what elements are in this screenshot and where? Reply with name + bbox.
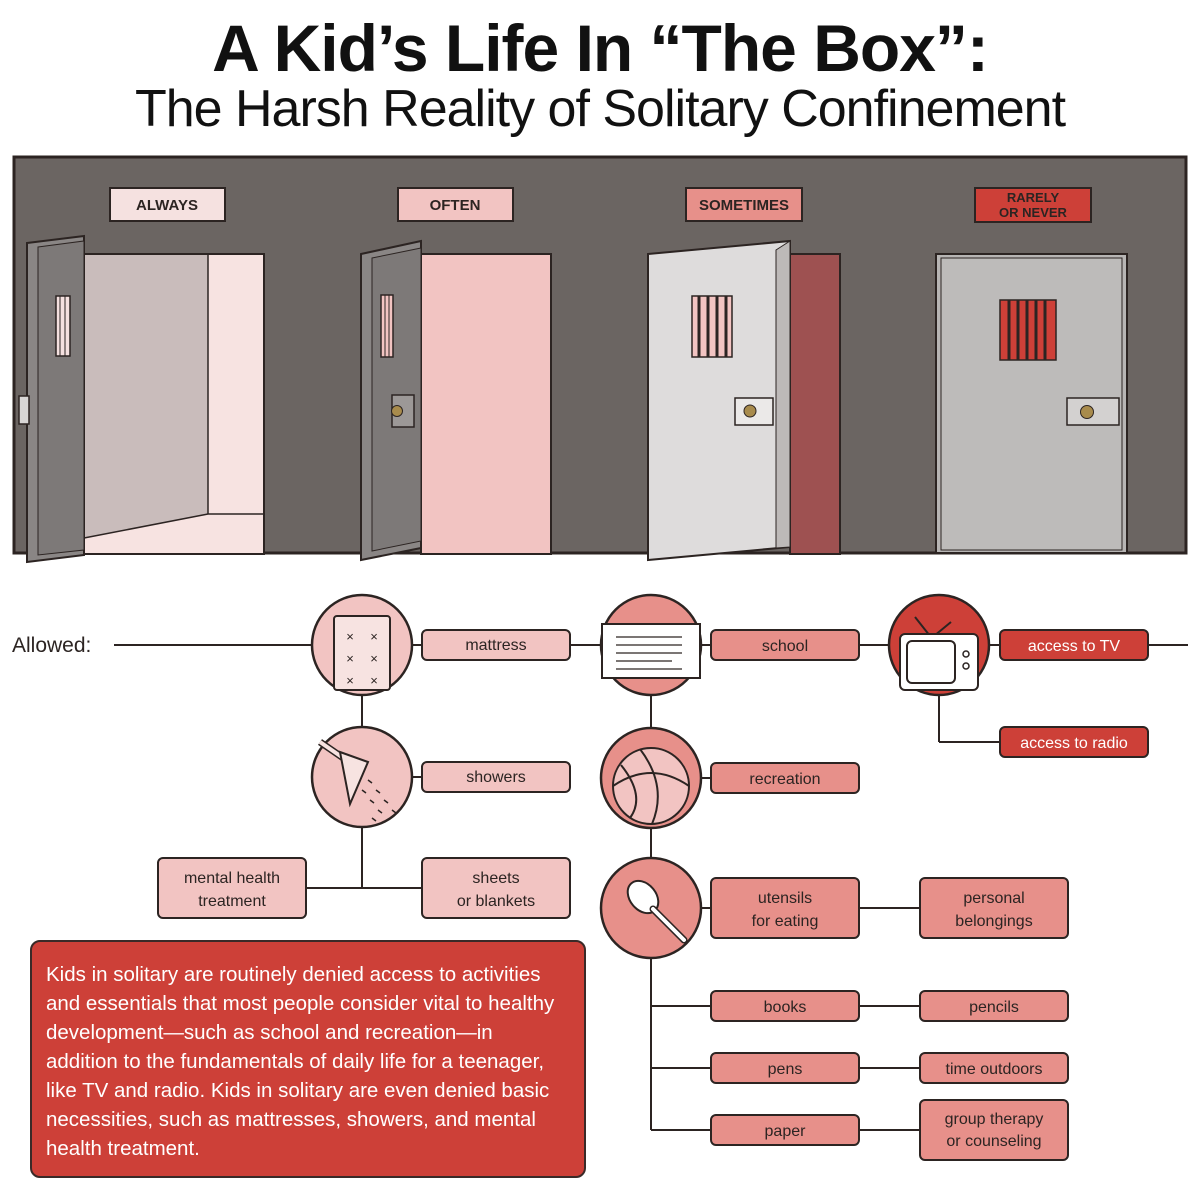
svg-text:group therapy: group therapy <box>945 1111 1044 1128</box>
item-access-to-radio: access to radio <box>999 726 1149 758</box>
shower-icon <box>310 725 414 829</box>
door-often <box>360 239 552 562</box>
svg-text:SOMETIMES: SOMETIMES <box>699 197 789 214</box>
svg-text:school: school <box>762 638 808 655</box>
item-access-to-tv: access to TV <box>999 629 1149 661</box>
door-always <box>18 234 265 564</box>
svg-text:time outdoors: time outdoors <box>946 1061 1043 1078</box>
svg-text:OR NEVER: OR NEVER <box>999 205 1068 220</box>
door-label-rarely-or-never: RARELY OR NEVER <box>974 187 1092 223</box>
item-mattress: mattress <box>421 629 571 661</box>
item-pencils: pencils <box>919 990 1069 1022</box>
svg-text:pens: pens <box>768 1061 803 1078</box>
summary-note: Kids in solitary are routinely denied ac… <box>30 940 586 1178</box>
svg-text:belongings: belongings <box>955 913 1032 930</box>
door-sometimes <box>647 239 841 562</box>
item-mental-health-treatment: mental health treatment <box>157 857 307 919</box>
item-personal-belongings: personal belongings <box>919 877 1069 939</box>
spoon-icon <box>599 856 703 960</box>
svg-text:pencils: pencils <box>969 999 1019 1016</box>
svg-text:access to TV: access to TV <box>1028 638 1121 655</box>
svg-text:books: books <box>764 999 807 1016</box>
svg-text:mattress: mattress <box>465 637 526 654</box>
svg-text:×: × <box>370 629 378 644</box>
item-sheets-or-blankets: sheets or blankets <box>421 857 571 919</box>
item-time-outdoors: time outdoors <box>919 1052 1069 1084</box>
item-pens: pens <box>710 1052 860 1084</box>
page-title: A Kid’s Life In “The Box”: <box>212 11 989 85</box>
door-label-often: OFTEN <box>397 187 514 222</box>
tv-icon <box>887 593 991 697</box>
basketball-icon <box>599 726 703 830</box>
door-label-sometimes: SOMETIMES <box>685 187 803 222</box>
svg-text:treatment: treatment <box>198 893 266 910</box>
svg-text:or counseling: or counseling <box>946 1133 1041 1150</box>
svg-text:sheets: sheets <box>472 870 519 887</box>
svg-text:personal: personal <box>963 890 1024 907</box>
door-rarely-or-never <box>935 253 1128 554</box>
svg-text:paper: paper <box>765 1123 807 1140</box>
svg-text:×: × <box>370 651 378 666</box>
school-icon <box>599 593 703 697</box>
svg-text:recreation: recreation <box>749 771 820 788</box>
svg-text:×: × <box>370 673 378 688</box>
svg-text:for eating: for eating <box>752 913 819 930</box>
item-recreation: recreation <box>710 762 860 794</box>
svg-text:access to radio: access to radio <box>1020 735 1128 752</box>
svg-text:ALWAYS: ALWAYS <box>136 197 198 214</box>
svg-text:or blankets: or blankets <box>457 893 535 910</box>
page-subtitle: The Harsh Reality of Solitary Confinemen… <box>134 80 1066 138</box>
svg-text:utensils: utensils <box>758 890 812 907</box>
svg-text:×: × <box>346 651 354 666</box>
item-group-therapy-or-counseling: group therapy or counseling <box>919 1099 1069 1161</box>
svg-text:showers: showers <box>466 769 526 786</box>
svg-text:×: × <box>346 629 354 644</box>
svg-text:mental health: mental health <box>184 870 280 887</box>
allowed-label: Allowed: <box>12 634 91 657</box>
mattress-icon: × × × × × × <box>310 593 414 697</box>
item-books: books <box>710 990 860 1022</box>
item-paper: paper <box>710 1114 860 1146</box>
door-label-always: ALWAYS <box>109 187 226 222</box>
item-school: school <box>710 629 860 661</box>
svg-text:OFTEN: OFTEN <box>430 197 481 214</box>
item-utensils-for-eating: utensils for eating <box>710 877 860 939</box>
svg-text:RARELY: RARELY <box>1007 190 1060 205</box>
svg-text:×: × <box>346 673 354 688</box>
item-showers: showers <box>421 761 571 793</box>
